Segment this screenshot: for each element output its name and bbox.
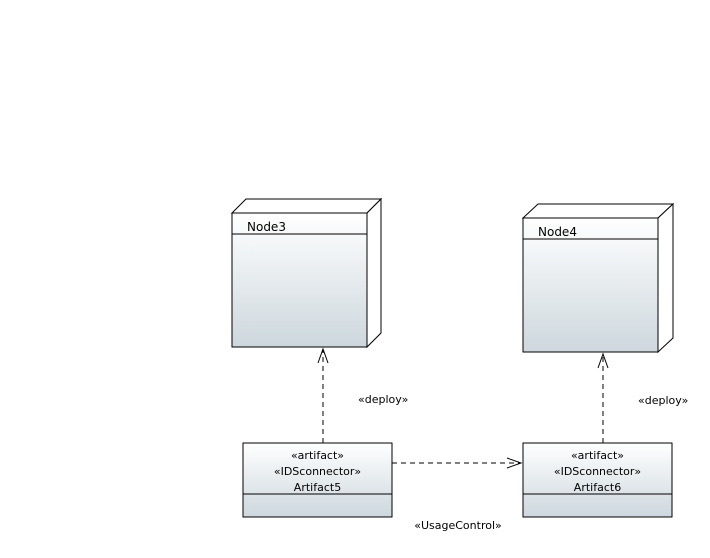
relation-deploy-artifact6-node4[interactable]: «deploy» xyxy=(597,352,688,443)
relation-deploy-artifact5-node3[interactable]: «deploy» xyxy=(317,347,408,443)
node4-top-face xyxy=(521,203,675,219)
node3-front-face xyxy=(231,212,368,348)
node-node4[interactable]: Node4 xyxy=(521,202,675,354)
node4-front-face xyxy=(522,217,659,353)
usagecontrol-label: «UsageControl» xyxy=(414,519,502,532)
node3-side-face xyxy=(366,197,382,349)
artifact6-stereotype-idsconnector: «IDSconnector» xyxy=(554,465,641,478)
artifact-artifact6[interactable]: «artifact» «IDSconnector» Artifact6 xyxy=(522,442,673,518)
artifact5-stereotype-idsconnector: «IDSconnector» xyxy=(274,465,361,478)
deploy-label-node4: «deploy» xyxy=(638,394,688,407)
artifact6-name: Artifact6 xyxy=(574,481,621,494)
deploy-arrowhead-node3 xyxy=(317,347,329,364)
usagecontrol-arrowhead xyxy=(506,457,523,469)
artifact5-box xyxy=(242,442,393,518)
node3-label: Node3 xyxy=(247,220,286,234)
node4-side-face xyxy=(657,202,674,354)
deploy-label-node3: «deploy» xyxy=(358,393,408,406)
artifact6-stereotype-artifact: «artifact» xyxy=(571,449,624,462)
node-node3[interactable]: Node3 xyxy=(230,197,383,349)
artifact-artifact5[interactable]: «artifact» «IDSconnector» Artifact5 xyxy=(242,442,393,518)
deploy-arrowhead-node4 xyxy=(597,352,609,369)
relation-usagecontrol[interactable]: «UsageControl» xyxy=(392,457,523,532)
node4-label: Node4 xyxy=(538,225,577,239)
artifact6-box xyxy=(522,442,673,518)
artifact5-stereotype-artifact: «artifact» xyxy=(291,449,344,462)
node3-top-face xyxy=(230,198,383,214)
artifact5-name: Artifact5 xyxy=(294,481,341,494)
